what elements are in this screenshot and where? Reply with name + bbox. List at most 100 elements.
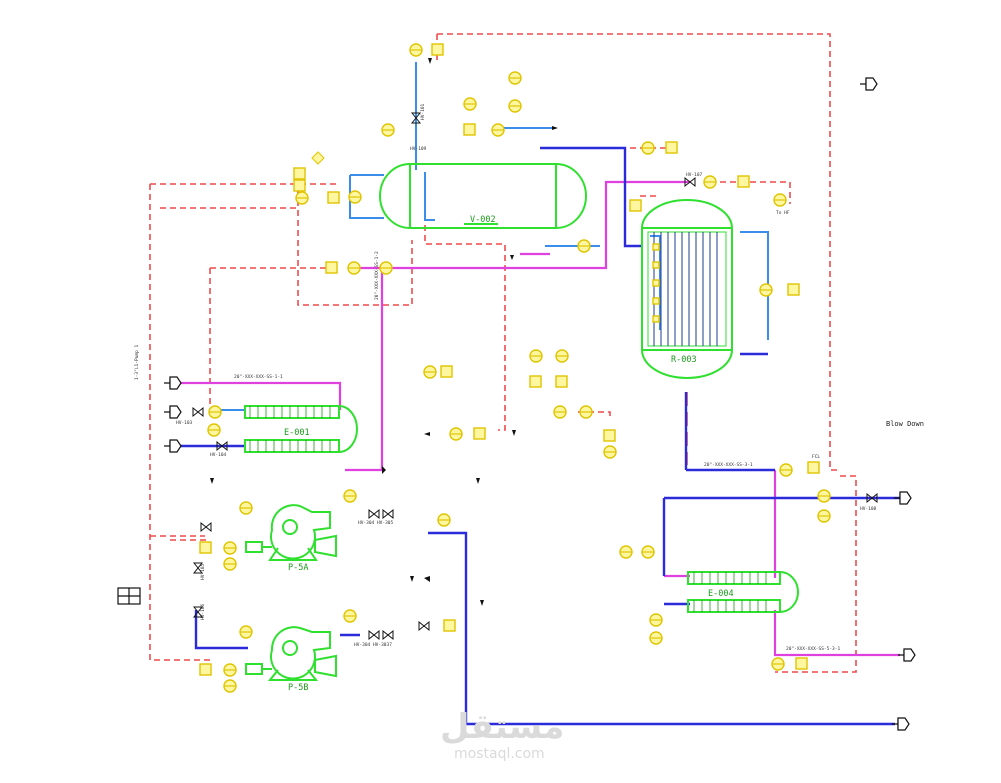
reactor-r003-tag: R-003: [671, 355, 697, 365]
control-bubble-icon[interactable]: [348, 190, 362, 204]
instrument-box-icon[interactable]: [431, 43, 444, 56]
valve-tag: HV-108: [860, 506, 877, 512]
line-label: 20"-XXX-XXX-SS-1-2: [374, 251, 380, 300]
offpage-connector-icon[interactable]: [163, 405, 182, 419]
offpage-connector-icon[interactable]: [163, 439, 182, 453]
instrument-box-icon[interactable]: [737, 175, 750, 188]
controller-box-icon[interactable]: [293, 167, 306, 180]
valve-tag: HV-304 HV-3037: [354, 642, 392, 648]
level-indicator-icon[interactable]: [529, 349, 543, 363]
pump-p5b-tag: P-5B: [288, 683, 308, 693]
instrument-box-icon[interactable]: [555, 375, 568, 388]
instrument-box-icon[interactable]: [440, 365, 453, 378]
temperature-indicator-icon[interactable]: [491, 123, 505, 137]
flow-indicator-icon[interactable]: [347, 261, 361, 275]
temperature-indicator-icon[interactable]: [553, 405, 567, 419]
flow-indicator-icon[interactable]: [379, 261, 393, 275]
controller-box-icon[interactable]: [327, 191, 340, 204]
vessel-v002[interactable]: V-002: [379, 163, 587, 229]
ball-valve-icon[interactable]: [368, 509, 380, 519]
reactor-r003[interactable]: R-003: [641, 199, 733, 379]
instrument-box-icon[interactable]: [795, 657, 808, 670]
instrument-box-icon[interactable]: [473, 427, 486, 440]
offpage-connector-icon[interactable]: [859, 77, 878, 91]
pressure-indicator-icon[interactable]: [409, 43, 423, 57]
pressure-indicator-icon[interactable]: [343, 609, 357, 623]
valve-tag: HV-101: [420, 103, 426, 120]
pressure-indicator-icon[interactable]: [771, 657, 785, 671]
instruments: [199, 43, 831, 693]
flow-indicator-icon[interactable]: [449, 427, 463, 441]
control-bubble-icon[interactable]: [423, 365, 437, 379]
pump-p5a[interactable]: P-5A: [245, 504, 337, 573]
ball-valve-icon[interactable]: [368, 630, 380, 640]
flow-indicator-icon[interactable]: [508, 99, 522, 113]
control-bubble-icon[interactable]: [817, 489, 831, 503]
pressure-indicator-icon[interactable]: [641, 141, 655, 155]
instrument-box-icon[interactable]: [603, 429, 616, 442]
flow-arrows: [210, 58, 558, 606]
exchanger-e004[interactable]: E-004: [687, 571, 799, 613]
ball-valve-icon[interactable]: [418, 621, 430, 631]
control-bubble-icon[interactable]: [223, 541, 237, 555]
valve-tag: HV-107: [686, 172, 703, 178]
temperature-indicator-icon[interactable]: [381, 123, 395, 137]
line-label: 20"-XXX-XXX-SS-3-1: [704, 462, 753, 468]
control-bubble-icon[interactable]: [295, 191, 309, 205]
temperature-indicator-icon[interactable]: [579, 405, 593, 419]
ball-valve-icon[interactable]: [382, 630, 394, 640]
ball-valve-icon[interactable]: [192, 407, 204, 417]
instrument-box-icon[interactable]: [463, 123, 476, 136]
instrument-box-icon[interactable]: [199, 541, 212, 554]
instrument-box-icon[interactable]: [443, 619, 456, 632]
vertical-note: 1-3"L1-Pump 1: [134, 344, 140, 380]
control-bubble-icon[interactable]: [207, 423, 221, 437]
offpage-connector-icon[interactable]: [893, 491, 912, 505]
temperature-indicator-icon[interactable]: [603, 445, 617, 459]
blow-down-label: Blow Down: [886, 420, 924, 428]
control-bubble-icon[interactable]: [223, 557, 237, 571]
flow-indicator-icon[interactable]: [437, 513, 451, 527]
ball-valve-icon[interactable]: [382, 509, 394, 519]
temperature-indicator-icon[interactable]: [619, 545, 633, 559]
temperature-indicator-icon[interactable]: [779, 463, 793, 477]
level-indicator-icon[interactable]: [649, 631, 663, 645]
control-bubble-icon[interactable]: [223, 663, 237, 677]
temperature-indicator-icon[interactable]: [641, 545, 655, 559]
instrument-box-icon[interactable]: [807, 461, 820, 474]
pressure-indicator-icon[interactable]: [239, 625, 253, 639]
valve-tag: HV-109: [410, 146, 427, 152]
level-indicator-icon[interactable]: [759, 283, 773, 297]
control-bubble-icon[interactable]: [223, 679, 237, 693]
pressure-indicator-icon[interactable]: [343, 489, 357, 503]
controller-box-icon[interactable]: [293, 179, 306, 192]
level-indicator-icon[interactable]: [649, 613, 663, 627]
instrument-box-icon[interactable]: [787, 283, 800, 296]
terminals: [163, 77, 916, 731]
exchanger-e001[interactable]: E-001: [244, 405, 358, 453]
level-indicator-icon[interactable]: [555, 349, 569, 363]
interlock-diamond-icon[interactable]: [311, 151, 325, 165]
valve-tag: HV-103: [176, 420, 193, 426]
pressure-indicator-icon[interactable]: [239, 501, 253, 515]
pressure-indicator-icon[interactable]: [773, 193, 787, 207]
reactor-nozzles: [652, 243, 660, 323]
control-bubble-icon[interactable]: [208, 405, 222, 419]
flow-indicator-icon[interactable]: [508, 71, 522, 85]
instrument-box-icon[interactable]: [529, 375, 542, 388]
offpage-connector-icon[interactable]: [163, 376, 182, 390]
pressure-indicator-icon[interactable]: [577, 239, 591, 253]
line-label: 20"-XXX-XXX-SS-1-1: [234, 374, 283, 380]
offpage-connector-icon[interactable]: [897, 648, 916, 662]
ball-valve-icon[interactable]: [200, 522, 212, 532]
instrument-box-icon[interactable]: [199, 663, 212, 676]
instrument-box-icon[interactable]: [665, 141, 678, 154]
level-indicator-icon[interactable]: [463, 97, 477, 111]
temperature-indicator-icon[interactable]: [703, 175, 717, 189]
control-bubble-icon[interactable]: [817, 509, 831, 523]
offpage-connector-icon[interactable]: [891, 717, 910, 731]
pump-p5b[interactable]: P-5B: [245, 626, 337, 693]
instrument-box-icon[interactable]: [629, 199, 642, 212]
instrument-box-icon[interactable]: [325, 261, 338, 274]
